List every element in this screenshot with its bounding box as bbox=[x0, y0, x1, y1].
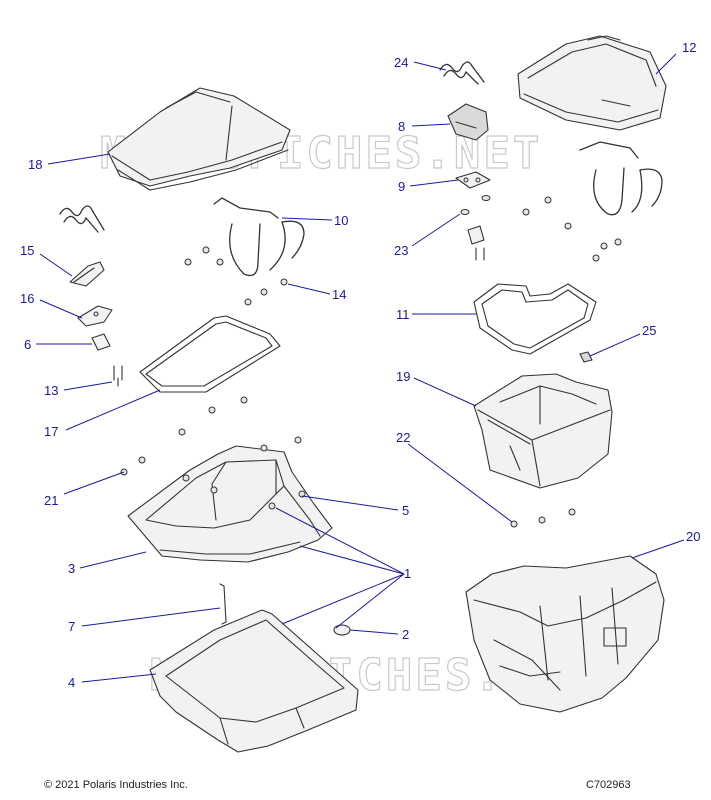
part-20-frame bbox=[465, 555, 665, 713]
callout-labels: 18 12 24 8 9 23 10 14 15 16 6 13 17 11 2… bbox=[20, 40, 700, 690]
part-24-spring bbox=[439, 61, 485, 85]
callout-21: 21 bbox=[44, 493, 58, 508]
callout-9: 9 bbox=[398, 179, 405, 194]
callout-1: 1 bbox=[404, 566, 411, 581]
part-23-washer bbox=[460, 209, 470, 215]
part-6-block bbox=[91, 333, 111, 351]
part-8-latch bbox=[447, 103, 489, 141]
callout-12: 12 bbox=[682, 40, 696, 55]
callout-16: 16 bbox=[20, 291, 34, 306]
part-12-lid bbox=[517, 35, 667, 131]
callout-18: 18 bbox=[28, 157, 42, 172]
part-11-seal bbox=[473, 283, 597, 355]
fasteners bbox=[113, 196, 622, 528]
leader-lines bbox=[36, 53, 685, 683]
callout-24: 24 bbox=[394, 55, 408, 70]
hinge-right bbox=[579, 141, 663, 216]
part-16-catch bbox=[77, 305, 113, 327]
part-2-grommet bbox=[333, 624, 351, 636]
callout-20: 20 bbox=[686, 529, 700, 544]
callout-2: 2 bbox=[402, 627, 409, 642]
callout-11: 11 bbox=[396, 307, 410, 322]
callout-4: 4 bbox=[68, 675, 75, 690]
callout-19: 19 bbox=[396, 369, 410, 384]
callout-6: 6 bbox=[24, 337, 31, 352]
spring-left bbox=[59, 205, 105, 233]
callout-15: 15 bbox=[20, 243, 34, 258]
callout-7: 7 bbox=[68, 619, 75, 634]
callout-13: 13 bbox=[44, 383, 58, 398]
part-4-lower-tray bbox=[149, 609, 359, 753]
callout-8: 8 bbox=[398, 119, 405, 134]
part-3-tray bbox=[127, 445, 333, 563]
part-15-handle bbox=[69, 261, 105, 287]
callout-5: 5 bbox=[402, 503, 409, 518]
callout-10: 10 bbox=[334, 213, 348, 228]
callout-25: 25 bbox=[642, 323, 656, 338]
callout-3: 3 bbox=[68, 561, 75, 576]
part-10-hinge bbox=[213, 197, 305, 277]
copyright-text: © 2021 Polaris Industries Inc. bbox=[44, 779, 188, 791]
diagram-code: C702963 bbox=[586, 779, 631, 791]
callout-17: 17 bbox=[44, 424, 58, 439]
part-25-clip bbox=[579, 351, 593, 363]
callout-22: 22 bbox=[396, 430, 410, 445]
part-7-rod bbox=[219, 583, 227, 625]
clip-center bbox=[467, 225, 485, 261]
callout-14: 14 bbox=[332, 287, 346, 302]
part-17-seal bbox=[139, 315, 281, 393]
part-9-plate bbox=[455, 171, 491, 201]
part-18-lid bbox=[107, 87, 291, 191]
part-19-bin bbox=[473, 373, 613, 489]
callout-23: 23 bbox=[394, 243, 408, 258]
